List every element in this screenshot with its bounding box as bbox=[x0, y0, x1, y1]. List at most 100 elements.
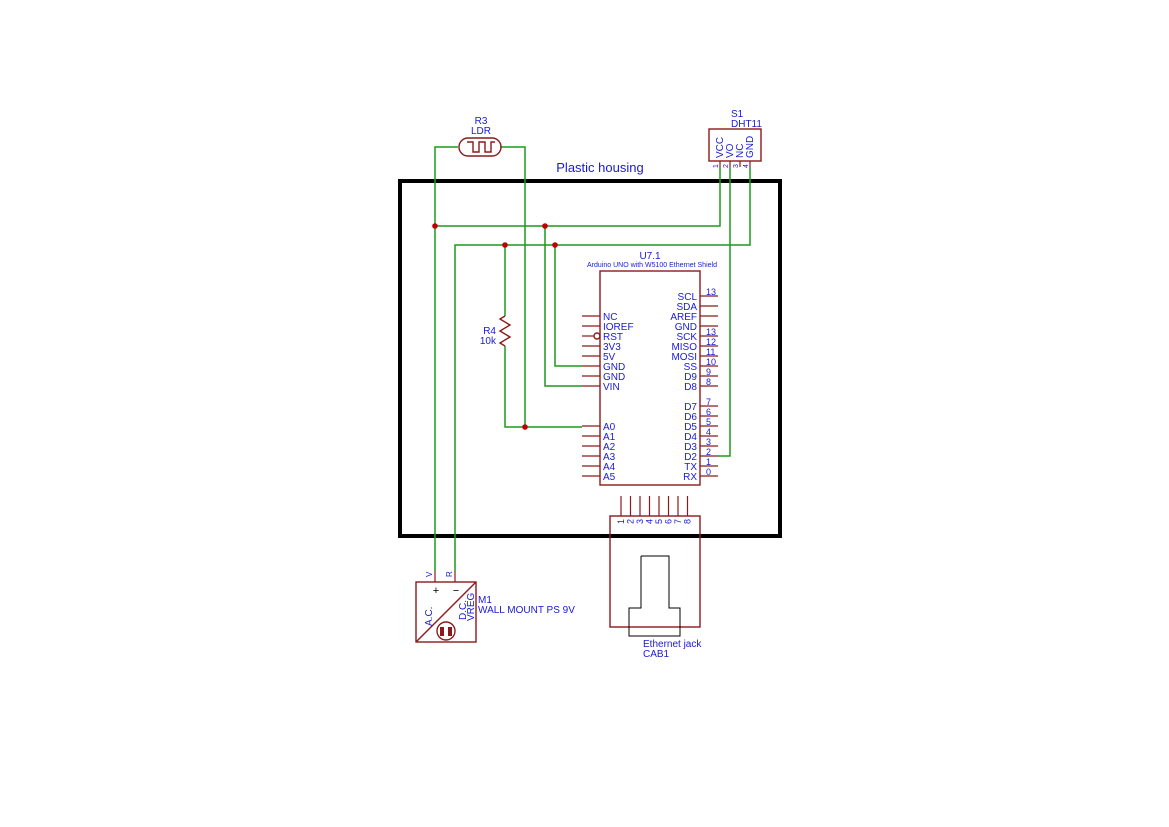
jack-pin-number: 4 bbox=[645, 519, 655, 524]
dht-pin-name: VO bbox=[725, 143, 736, 158]
arduino-pin-label: MOSI bbox=[671, 352, 697, 363]
r3-ldr: R3 LDR bbox=[458, 116, 502, 157]
arduino-pin-number: 4 bbox=[706, 427, 711, 437]
arduino-pin-label: D5 bbox=[684, 422, 697, 433]
u7-value: Arduino UNO with W5100 Ethernet Shield bbox=[587, 262, 717, 269]
arduino-pin-number: 7 bbox=[706, 397, 711, 407]
jack-body bbox=[609, 515, 701, 628]
jack-pin-number: 6 bbox=[664, 519, 674, 524]
m1-value: WALL MOUNT PS 9V bbox=[478, 605, 575, 616]
wire-r4-bottom-a0 bbox=[504, 346, 582, 428]
r4-value: 10k bbox=[480, 336, 497, 347]
arduino-pin-label: SCK bbox=[676, 332, 697, 343]
arduino-pin-label: A5 bbox=[603, 472, 616, 483]
arduino-pin-label: MISO bbox=[671, 342, 697, 353]
m1-ref: M1 bbox=[478, 595, 492, 606]
ps-dc-label: D.C. bbox=[458, 600, 469, 620]
arduino-pin-number: 6 bbox=[706, 407, 711, 417]
jack-pin-number: 8 bbox=[683, 519, 693, 524]
arduino-pin-number: 1 bbox=[706, 457, 711, 467]
arduino-pin-label: RST bbox=[603, 332, 623, 343]
r4-ref: R4 bbox=[483, 326, 496, 337]
arduino-pin-label: 5V bbox=[603, 352, 616, 363]
dht-pin-name: GND bbox=[745, 136, 756, 158]
r3-value: LDR bbox=[471, 126, 491, 137]
u7-ref: U7.1 bbox=[639, 251, 661, 262]
m1-power-supply: V R + − A.C. D.C. VREG M1 WALL MOUNT PS … bbox=[415, 571, 575, 643]
arduino-pin-label: SS bbox=[684, 362, 698, 373]
cab1-value: Ethernet jack bbox=[643, 639, 702, 650]
wires bbox=[432, 146, 751, 571]
s1-ref: S1 bbox=[731, 109, 744, 120]
wire-ldr-right-to-a0 bbox=[500, 146, 526, 427]
arduino-pin-number: 13 bbox=[706, 327, 716, 337]
wire-vcc-bus bbox=[435, 167, 721, 227]
arduino-pin-number: 10 bbox=[706, 357, 716, 367]
ps-plug-prong bbox=[440, 627, 444, 636]
junction-dot bbox=[522, 424, 528, 430]
jack-pin-number: 3 bbox=[635, 519, 645, 524]
ps-body bbox=[415, 581, 477, 643]
arduino-pin-label: IOREF bbox=[603, 322, 634, 333]
wire-vin bbox=[544, 226, 582, 387]
ps-ac-label: A.C. bbox=[424, 607, 435, 626]
dht-pin-name: NC bbox=[735, 144, 746, 158]
jack-pin-number: 2 bbox=[626, 519, 636, 524]
arduino-bottom-pins bbox=[620, 496, 689, 516]
u7-arduino: U7.1 Arduino UNO with W5100 Ethernet Shi… bbox=[582, 251, 718, 516]
junction-dot bbox=[432, 223, 438, 229]
arduino-pin-number: 5 bbox=[706, 417, 711, 427]
wire-gnd bbox=[554, 245, 582, 367]
wire-dht-d2 bbox=[718, 167, 731, 457]
arduino-pin-number: 2 bbox=[706, 447, 711, 457]
ps-minus: − bbox=[453, 585, 459, 597]
arduino-pin-label: A0 bbox=[603, 422, 616, 433]
arduino-pin-number: 12 bbox=[706, 337, 716, 347]
ldr-track bbox=[467, 141, 495, 153]
arduino-pin-label: A2 bbox=[603, 442, 616, 453]
arduino-pin-label: A3 bbox=[603, 452, 616, 463]
ps-plug-prong bbox=[448, 627, 452, 636]
ps-plug-icon bbox=[436, 621, 456, 641]
dht-pin-number: 2 bbox=[723, 164, 730, 168]
jack-pin-number: 1 bbox=[616, 519, 626, 524]
s1-value: DHT11 bbox=[731, 119, 762, 130]
arduino-pin-number: 9 bbox=[706, 367, 711, 377]
arduino-pin-label: D7 bbox=[684, 402, 697, 413]
arduino-pin-number: 8 bbox=[706, 377, 711, 387]
arduino-pin-number: 11 bbox=[706, 347, 715, 357]
dht-pin-number: 1 bbox=[713, 164, 720, 168]
resistor-zigzag bbox=[498, 315, 512, 347]
ps-plus: + bbox=[433, 585, 439, 597]
arduino-pin-label: GND bbox=[675, 322, 697, 333]
arduino-pin-label: D8 bbox=[684, 382, 697, 393]
dht-pin-number: 4 bbox=[743, 164, 750, 168]
arduino-pin-number: 0 bbox=[706, 467, 711, 477]
arduino-pin-label: A4 bbox=[603, 462, 616, 473]
dht11-body bbox=[708, 128, 762, 162]
arduino-pin-label: SCL bbox=[678, 292, 698, 303]
housing-label: Plastic housing bbox=[556, 160, 643, 175]
arduino-pin-label: NC bbox=[603, 312, 617, 323]
arduino-pin-label: VIN bbox=[603, 382, 620, 393]
jack-socket-icon bbox=[628, 555, 681, 637]
arduino-pin-label: TX bbox=[684, 462, 697, 473]
arduino-pin-label: GND bbox=[603, 372, 625, 383]
jack-pin-number: 5 bbox=[654, 519, 664, 524]
arduino-pin-label: A1 bbox=[603, 432, 616, 443]
arduino-pin-number: 3 bbox=[706, 437, 711, 447]
arduino-pin-label: GND bbox=[603, 362, 625, 373]
arduino-pin-label: D4 bbox=[684, 432, 697, 443]
arduino-pin-label: RX bbox=[683, 472, 697, 483]
arduino-body bbox=[599, 270, 701, 486]
r3-ref: R3 bbox=[475, 116, 488, 127]
arduino-pin-label: D2 bbox=[684, 452, 697, 463]
junction-dot bbox=[502, 242, 508, 248]
s1-dht11: S1 DHT11 VCC VO NC GND 1 2 3 4 bbox=[708, 109, 762, 168]
arduino-pin-label: AREF bbox=[670, 312, 697, 323]
wire-gnd-bus bbox=[454, 167, 751, 571]
arduino-pin-label: D9 bbox=[684, 372, 697, 383]
